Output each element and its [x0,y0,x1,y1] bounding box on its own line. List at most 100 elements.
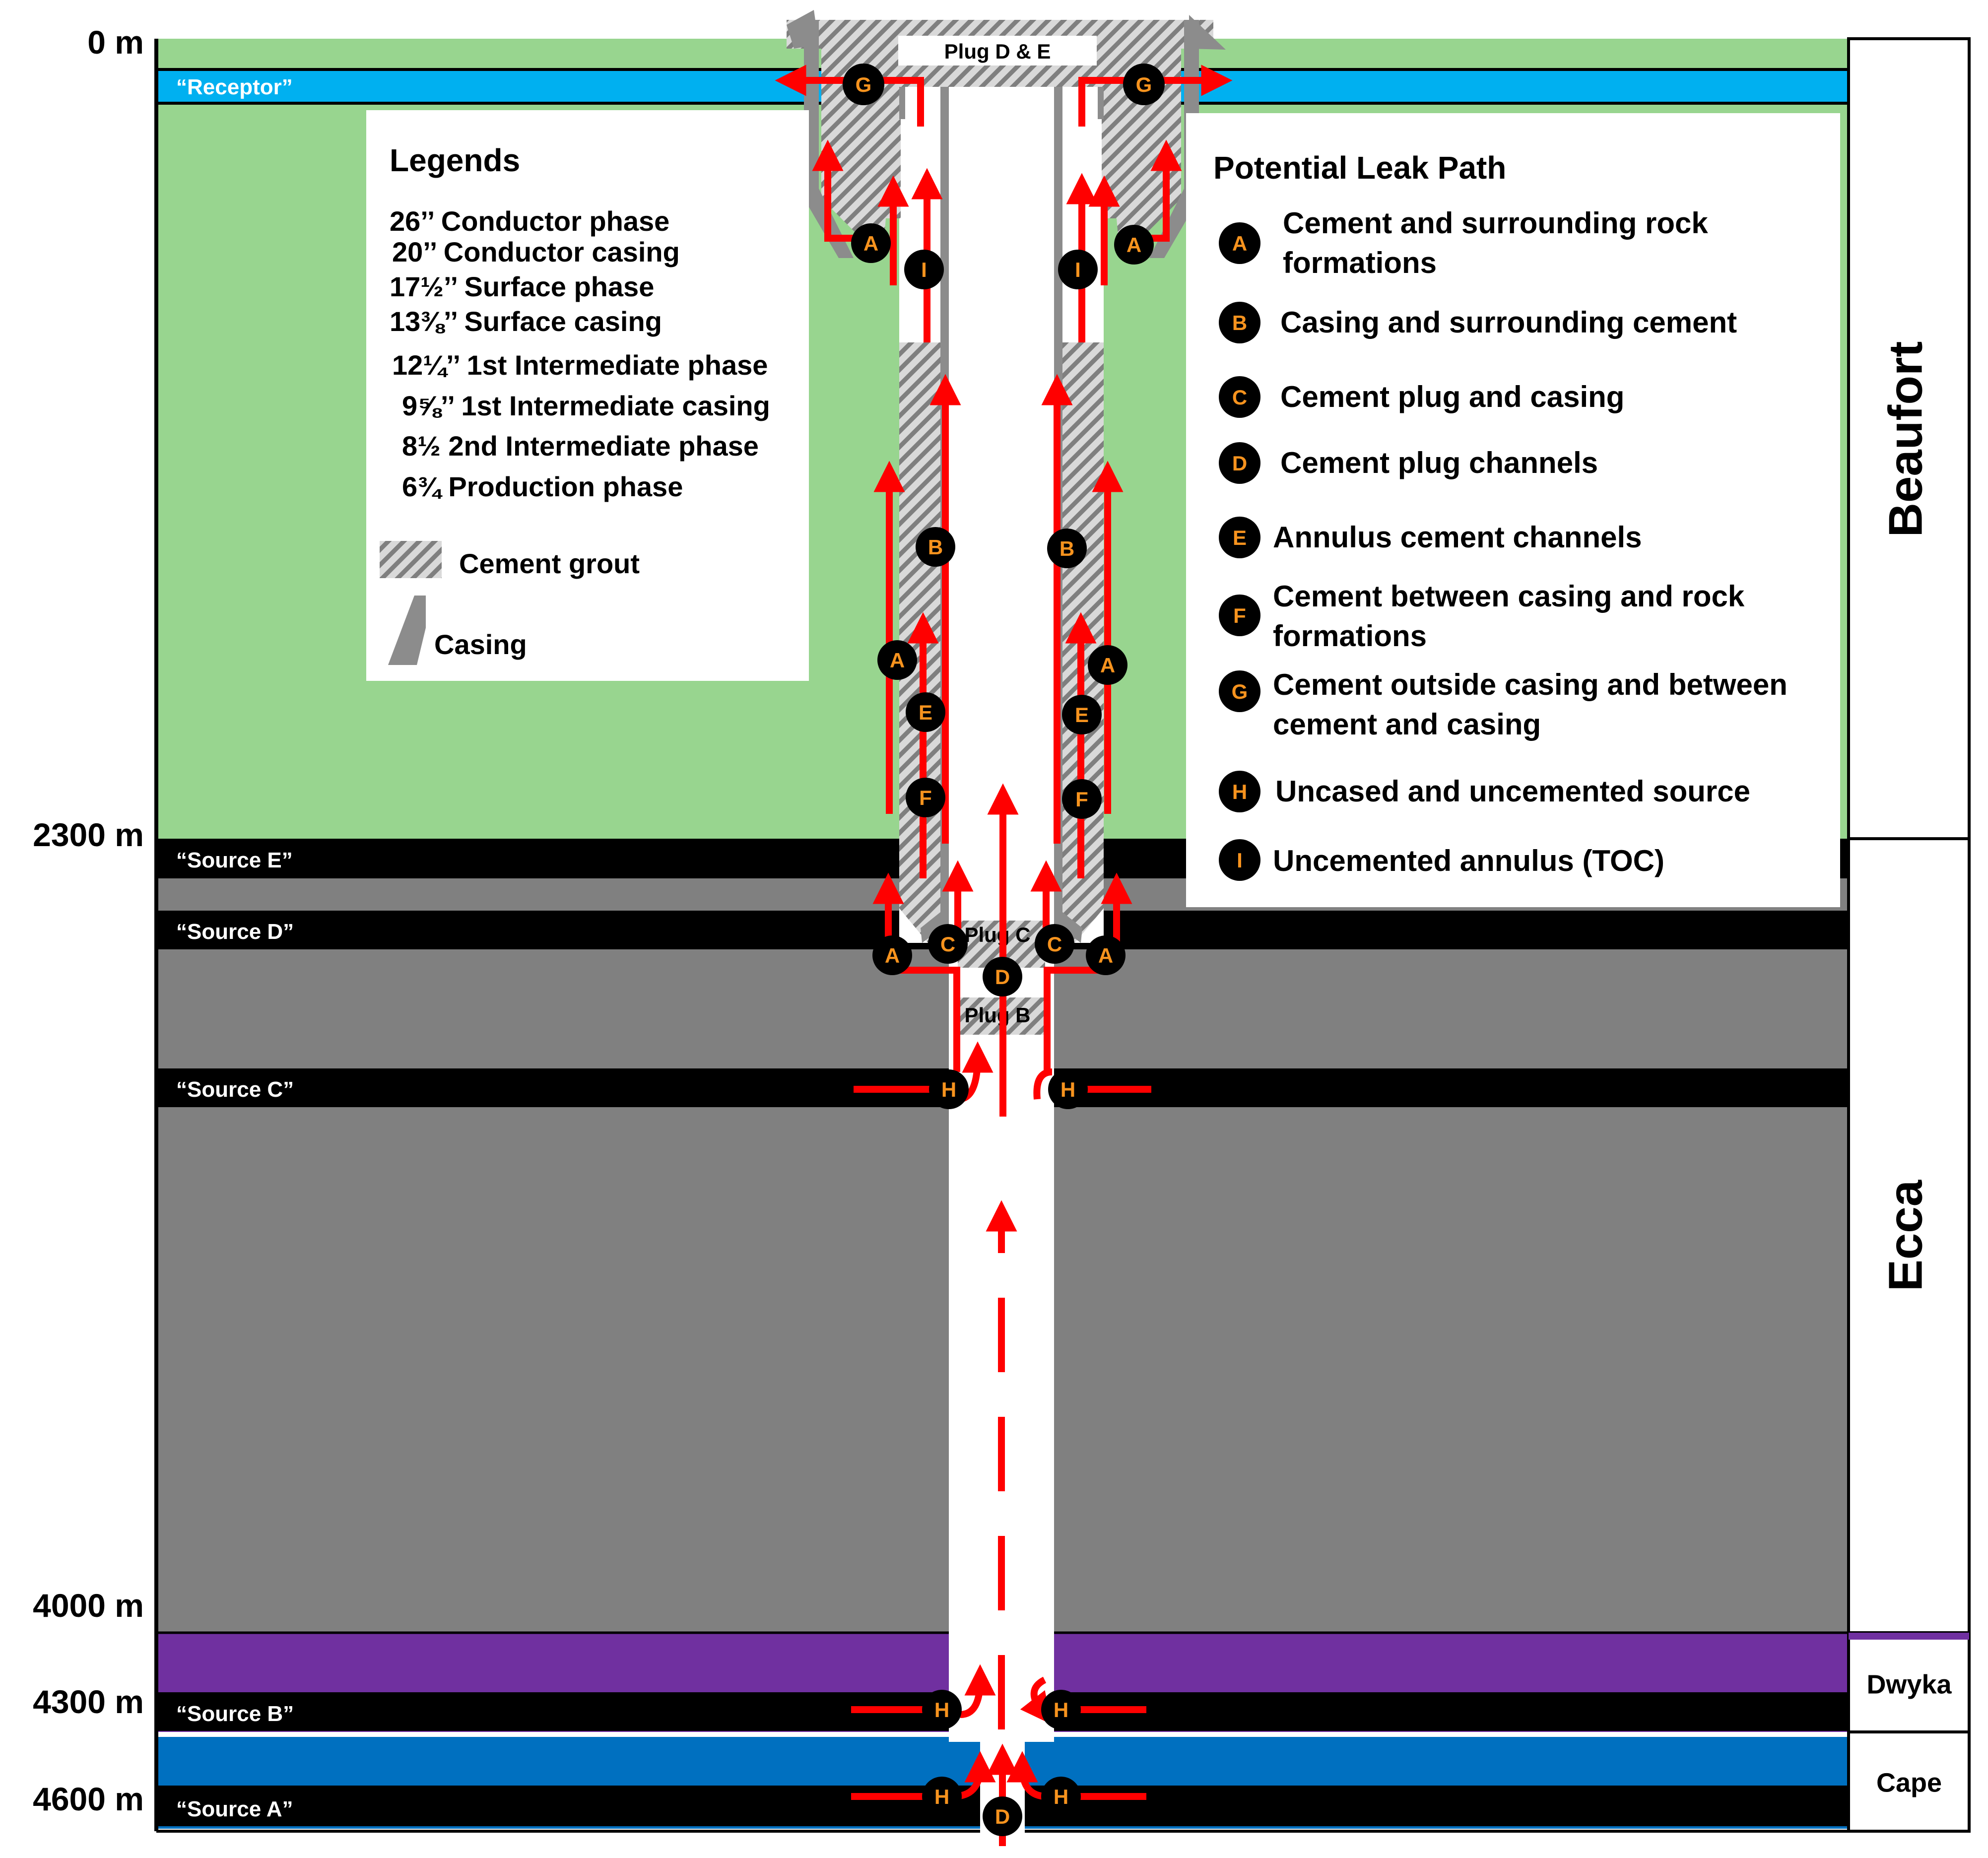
marker-a: A [877,640,917,680]
layer-labels: “Receptor” “Source E” “Source D” “Source… [176,75,294,1821]
surface-casing-left [921,87,949,943]
leak-item-a: A Cement and surrounding rock formations [1219,206,1708,279]
svg-text:A: A [885,944,900,967]
leak-item-g: G Cement outside casing and between ceme… [1219,668,1788,741]
label-source-d: “Source D” [176,920,294,944]
svg-text:G: G [856,73,872,96]
marker-g: G [1123,64,1165,105]
marker-c: C [928,924,968,964]
svg-text:B: B [928,535,943,559]
svg-text:I: I [1075,258,1081,281]
svg-text:Uncemented annulus (TOC): Uncemented annulus (TOC) [1273,844,1664,877]
svg-text:A: A [863,232,878,255]
svg-text:Cement outside casing and betw: Cement outside casing and between [1273,668,1788,701]
arrow-c-right [1044,967,1112,1072]
plug-c-label: Plug C [965,923,1031,946]
marker-i: I [1058,250,1098,289]
marker-h: H [1048,1069,1088,1109]
marker-c: C [1035,924,1074,964]
conductor-casing-flange-left [787,10,819,49]
depth-label-0: 0 m [87,24,144,61]
legend-title: Legends [390,142,520,178]
leak-item-i: I Uncemented annulus (TOC) [1219,839,1664,881]
svg-text:E: E [919,701,932,724]
arrow-h-source-b-left-curve [960,1664,996,1718]
svg-text:Cement plug channels: Cement plug channels [1280,446,1598,479]
legend-cement-grout: Cement grout [459,548,640,579]
svg-text:F: F [1233,604,1246,627]
label-receptor: “Receptor” [176,75,293,99]
svg-text:C: C [1232,386,1247,409]
depth-label-4300: 4300 m [33,1683,144,1720]
svg-text:A: A [1098,944,1113,967]
svg-text:I: I [921,258,927,281]
label-source-a: “Source A” [176,1797,293,1821]
plug-b-label: Plug B [965,1003,1031,1027]
legend-item: 9⅝’’ 1st Intermediate casing [402,390,770,421]
legend-item: 26’’ Conductor phase [390,205,669,237]
marker-f: F [906,778,945,817]
marker-h: H [929,1069,969,1109]
marker-b: B [916,527,955,567]
conductor-cement-right [1102,49,1181,253]
svg-text:C: C [940,932,955,956]
svg-text:G: G [1136,73,1152,96]
arrow-g-right [1078,65,1233,127]
intermediate-casing-left-lip [899,87,905,119]
leak-item-h: H Uncased and uncemented source [1219,771,1750,812]
svg-text:formations: formations [1283,246,1437,279]
svg-text:F: F [919,786,932,809]
leak-item-c: C Cement plug and casing [1219,376,1624,418]
svg-text:B: B [1232,311,1247,334]
arrow-g-left [775,65,924,127]
svg-text:Annulus cement channels: Annulus cement channels [1273,521,1642,554]
svg-text:Casing and surrounding cement: Casing and surrounding cement [1280,306,1737,339]
depth-label-4000: 4000 m [33,1587,144,1624]
legend-box [366,110,809,681]
marker-e: E [906,692,945,732]
marker-h: H [922,1690,962,1729]
depth-label-4600: 4600 m [33,1781,144,1817]
label-source-e: “Source E” [176,848,293,872]
leak-item-d: D Cement plug channels [1219,442,1598,484]
marker-e: E [1062,695,1102,734]
formation-cape: Cape [1876,1768,1942,1797]
svg-text:Uncased and uncemented source: Uncased and uncemented source [1275,775,1750,808]
label-source-c: “Source C” [176,1077,294,1102]
label-source-b: “Source B” [176,1702,294,1726]
leak-path-panel: Potential Leak Path A Cement and surroun… [1186,113,1840,907]
legend-casing: Casing [434,629,527,660]
svg-text:Cement and surrounding rock: Cement and surrounding rock [1283,206,1708,240]
legend-item: 8½ 2nd Intermediate phase [402,430,759,462]
legend-item: 13⅜’’ Surface casing [390,306,662,337]
conductor-casing-flange-right [1189,15,1226,50]
plug-d-e-label: Plug D & E [944,40,1051,63]
depth-label-2300: 2300 m [33,816,144,853]
arrow-h-source-b-right-curve [1020,1676,1052,1725]
svg-text:C: C [1047,932,1062,956]
svg-text:G: G [1232,680,1248,703]
svg-text:Cement between casing and rock: Cement between casing and rock [1273,580,1745,613]
legend-item: 20’’ Conductor casing [392,236,680,267]
surface-casing-right [1054,87,1082,943]
marker-h: H [1041,1690,1081,1729]
leak-item-f: F Cement between casing and rock formati… [1219,580,1745,653]
svg-text:H: H [1054,1698,1068,1722]
formation-beaufort: Beaufort [1879,341,1932,537]
svg-text:Cement plug and casing: Cement plug and casing [1280,380,1624,413]
plug-labels: Plug D & E Plug C Plug B [898,36,1097,1027]
svg-text:E: E [1233,526,1247,549]
svg-text:H: H [1232,780,1247,803]
leak-path-markers: G G A A I I B B A A E E F F A C D C A H … [843,64,1165,1836]
formation-dwyka: Dwyka [1866,1669,1952,1699]
legend-panel: Legends 26’’ Conductor phase 20’’ Conduc… [366,110,809,681]
svg-text:A: A [890,649,905,672]
svg-text:B: B [1060,537,1074,560]
formation-column: Beaufort Ecca Dwyka Cape [1847,37,1971,1833]
svg-text:D: D [1232,452,1247,475]
formation-ecca: Ecca [1879,1180,1932,1291]
marker-a: A [1088,645,1127,685]
svg-text:cement and casing: cement and casing [1273,708,1541,741]
svg-text:H: H [934,1785,949,1808]
marker-b: B [1047,529,1087,568]
